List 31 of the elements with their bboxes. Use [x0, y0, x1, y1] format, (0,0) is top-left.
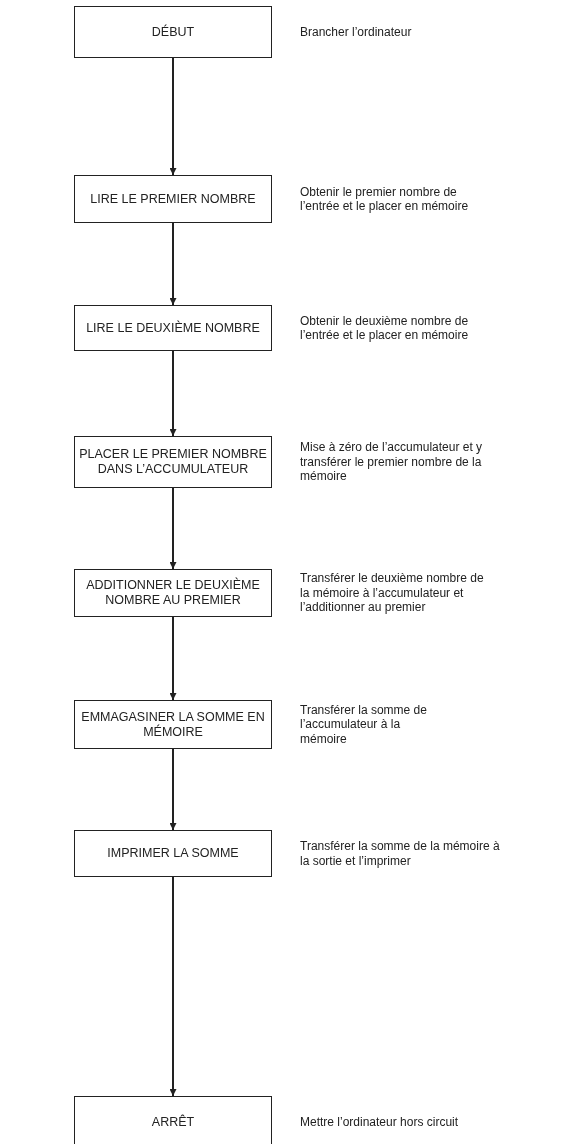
- step-description: Obtenir le premier nombre de l’entrée et le placer en mémoire: [300, 184, 470, 214]
- process-box: [74, 830, 272, 877]
- step-description: Transférer la somme de la mémoire à la sortie et l’imprimer: [300, 839, 501, 868]
- arrow: [169, 222, 177, 306]
- step-description: Obtenir le deuxième nombre de l’entrée et le placer en mémoire: [300, 313, 470, 343]
- box-label: LIRE LE PREMIER NOMBRE: [90, 191, 256, 207]
- box-label: DÉBUT: [151, 24, 195, 40]
- process-box: [74, 6, 272, 58]
- process-box: [74, 1096, 272, 1144]
- process-box: [74, 700, 272, 749]
- arrow: [169, 57, 177, 176]
- arrow: [169, 748, 177, 831]
- process-box: [74, 436, 272, 488]
- step-description: Transférer la somme de l’accumulateur à la mémoire: [300, 702, 428, 747]
- step-description: Mettre l’ordinateur hors circuit: [300, 1114, 459, 1130]
- step-description: Transférer le deuxième nombre de la mémoire à l’accumulateur et l’additionner au premier: [300, 571, 485, 615]
- arrow: [169, 876, 177, 1097]
- arrow: [169, 616, 177, 701]
- arrow: [169, 350, 177, 437]
- box-label: ARRÊT: [151, 1114, 195, 1130]
- step-description: Mise à zéro de l’accumulateur et y transférer le premier nombre de la mémoire: [300, 440, 484, 484]
- box-label: LIRE LE DEUXIÈME NOMBRE: [86, 320, 260, 336]
- process-box: [74, 569, 272, 617]
- box-label: EMMAGASINER LA SOMME EN MÉMOIRE: [80, 709, 266, 740]
- process-box: [74, 305, 272, 351]
- box-label: PLACER LE PREMIER NOMBRE DANS L’ACCUMULATEUR: [78, 447, 268, 477]
- box-label: ADDITIONNER LE DEUXIÈME NOMBRE AU PREMIER: [85, 578, 261, 608]
- box-label: IMPRIMER LA SOMME: [107, 846, 239, 861]
- step-description: Brancher l’ordinateur: [300, 24, 412, 40]
- arrow: [169, 487, 177, 570]
- process-box: [74, 175, 272, 223]
